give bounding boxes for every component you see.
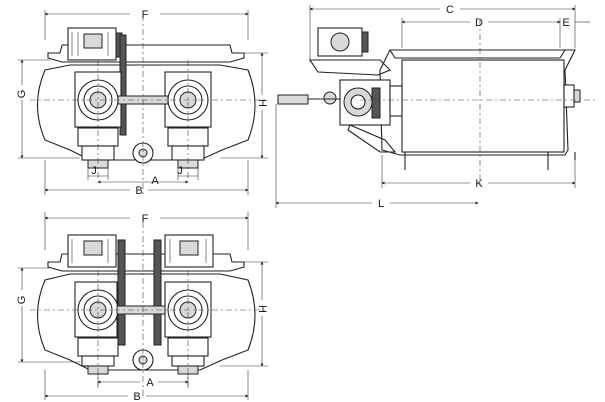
dim-F-top: F [142, 9, 149, 21]
dim-G-top: G [16, 90, 28, 99]
dim-C: C [446, 4, 454, 16]
dim-B-top: B [135, 185, 142, 197]
motor-top [67, 27, 123, 61]
dim-J-right: J [177, 165, 183, 177]
bottom-view: F G H A B [16, 212, 268, 402]
motor-right-bottom [164, 234, 214, 268]
dim-B-bottom: B [133, 391, 140, 402]
dim-A-top: A [151, 175, 159, 187]
dim-E: E [562, 17, 569, 29]
dim-A-bottom: A [146, 377, 154, 389]
belt-right-bottom [153, 239, 162, 346]
dim-H-top: H [256, 99, 268, 107]
pump-left-bottom [74, 281, 119, 375]
dim-K: K [475, 178, 483, 190]
dim-L: L [378, 198, 384, 210]
dim-F-bottom: F [142, 213, 149, 225]
dim-D: D [475, 17, 483, 29]
motor-left-bottom [67, 234, 117, 268]
motor-side [317, 27, 369, 57]
dim-J-left: J [91, 165, 97, 177]
gearbox-side [323, 79, 403, 126]
dim-H-bottom: H [256, 305, 268, 313]
belt-left-bottom [117, 239, 126, 346]
dim-G-bottom: G [16, 296, 28, 305]
side-view: C D E K L [275, 4, 598, 210]
top-view: F G H J J A B [16, 9, 268, 197]
